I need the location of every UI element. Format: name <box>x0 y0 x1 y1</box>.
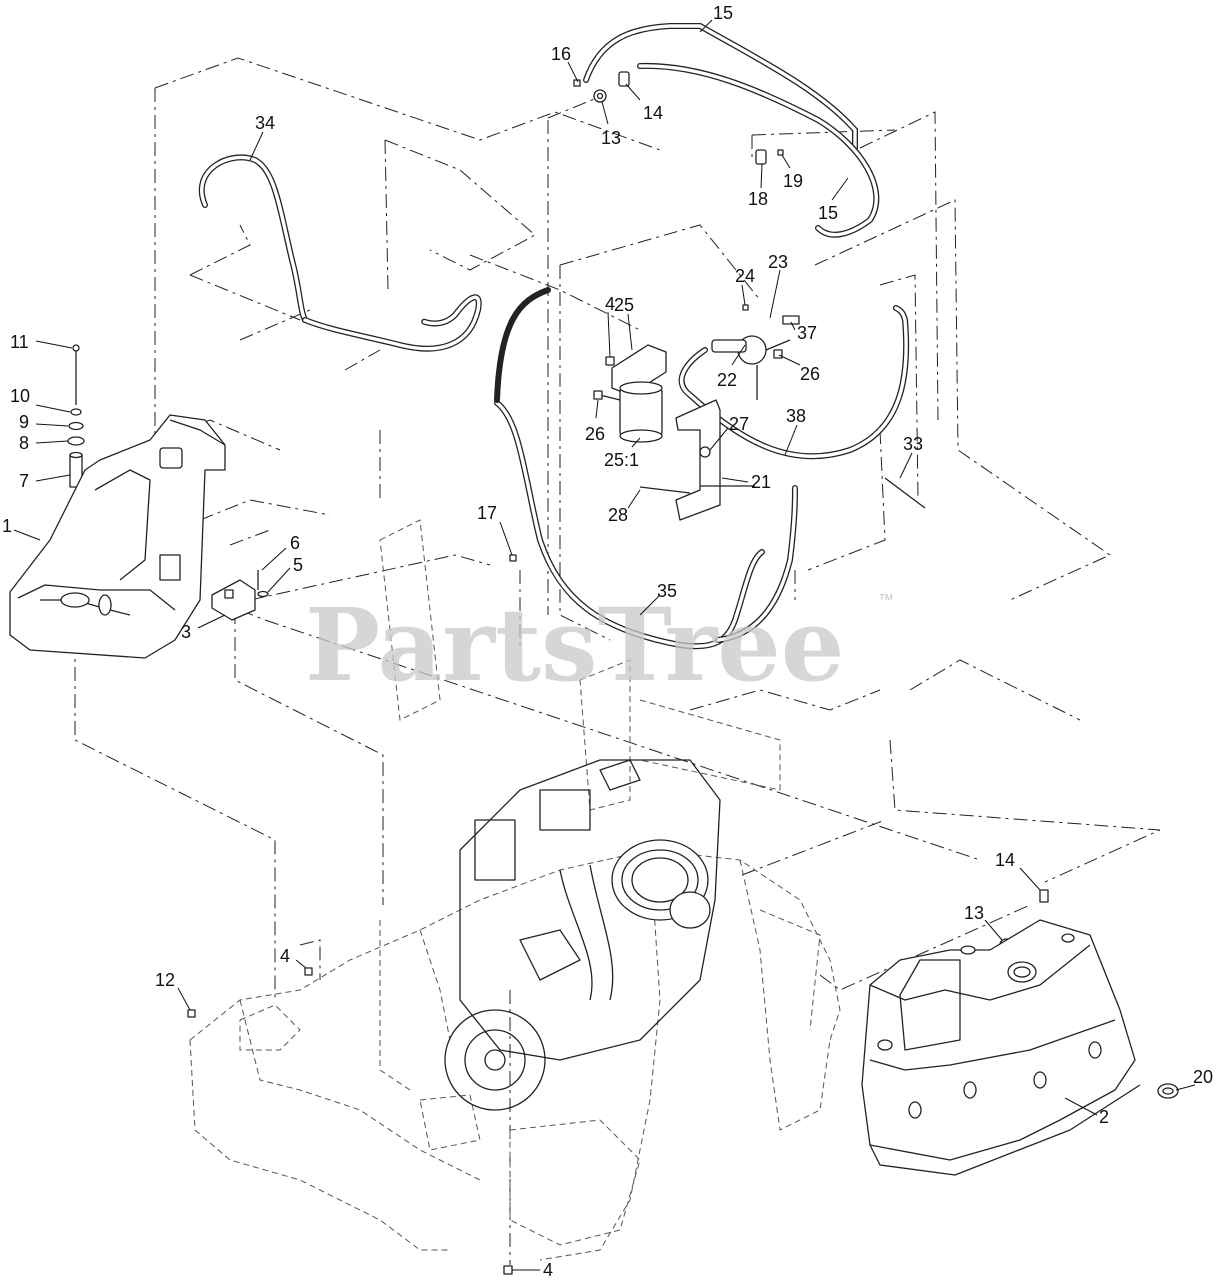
fuel-lines <box>198 23 910 650</box>
callout-label: 26 <box>585 424 605 444</box>
callout-label: 14 <box>643 103 663 123</box>
callout-label: 14 <box>995 850 1015 870</box>
watermark-trademark: ™ <box>878 592 894 609</box>
mount-block <box>211 579 256 621</box>
callout-label: 15 <box>713 3 733 23</box>
callout-label: 27 <box>729 414 749 434</box>
callout-label: 16 <box>551 44 571 64</box>
callout-label: 34 <box>255 113 275 133</box>
callout-label: 13 <box>964 903 984 923</box>
callout-label: 24 <box>735 266 755 286</box>
callout-label: 4 <box>543 1260 553 1280</box>
callout-label: 7 <box>19 471 29 491</box>
callout-label: 19 <box>783 171 803 191</box>
callout-label: 12 <box>155 970 175 990</box>
callout-label: 26 <box>800 364 820 384</box>
callout-label: 23 <box>768 252 788 272</box>
engine-block <box>444 759 721 1111</box>
callout-label: 1 <box>2 516 12 536</box>
callout-label: 28 <box>608 505 628 525</box>
hardware <box>67 71 1179 1275</box>
fuel-tank-right <box>861 919 1141 1176</box>
callout-label: 38 <box>786 406 806 426</box>
callout-label: 6 <box>290 533 300 553</box>
callout-label: 3 <box>181 622 191 642</box>
callout-label: 11 <box>10 332 29 352</box>
callout-label: 37 <box>797 323 817 343</box>
callout-label: 4 <box>605 294 615 314</box>
callout-label: 33 <box>903 434 923 454</box>
callout-label: 10 <box>10 386 30 406</box>
callout-label: 2 <box>1099 1107 1109 1127</box>
callout-label: 15 <box>818 203 838 223</box>
callout-label: 13 <box>601 128 621 148</box>
callout-label: 17 <box>477 503 497 523</box>
callout-label: 22 <box>717 370 737 390</box>
callouts: 15 16 13 14 34 18 19 15 23 24 4 25 <box>2 3 1213 1280</box>
watermark: PartsTree ™ <box>305 586 894 704</box>
watermark-text: PartsTree <box>305 586 845 704</box>
callout-label: 35 <box>657 581 677 601</box>
callout-label: 5 <box>293 555 303 575</box>
callout-label: 4 <box>280 946 290 966</box>
callout-label: 8 <box>19 433 29 453</box>
fuel-tank-left <box>9 414 226 659</box>
fuel-filter-assembly <box>593 315 800 521</box>
callout-label: 20 <box>1193 1067 1213 1087</box>
chassis-frame <box>189 519 841 1261</box>
callout-label: 21 <box>751 472 771 492</box>
callout-label: 25 <box>614 295 634 315</box>
callout-label: 25:1 <box>604 450 639 470</box>
callout-label: 9 <box>19 412 29 432</box>
callout-label: 18 <box>748 189 768 209</box>
